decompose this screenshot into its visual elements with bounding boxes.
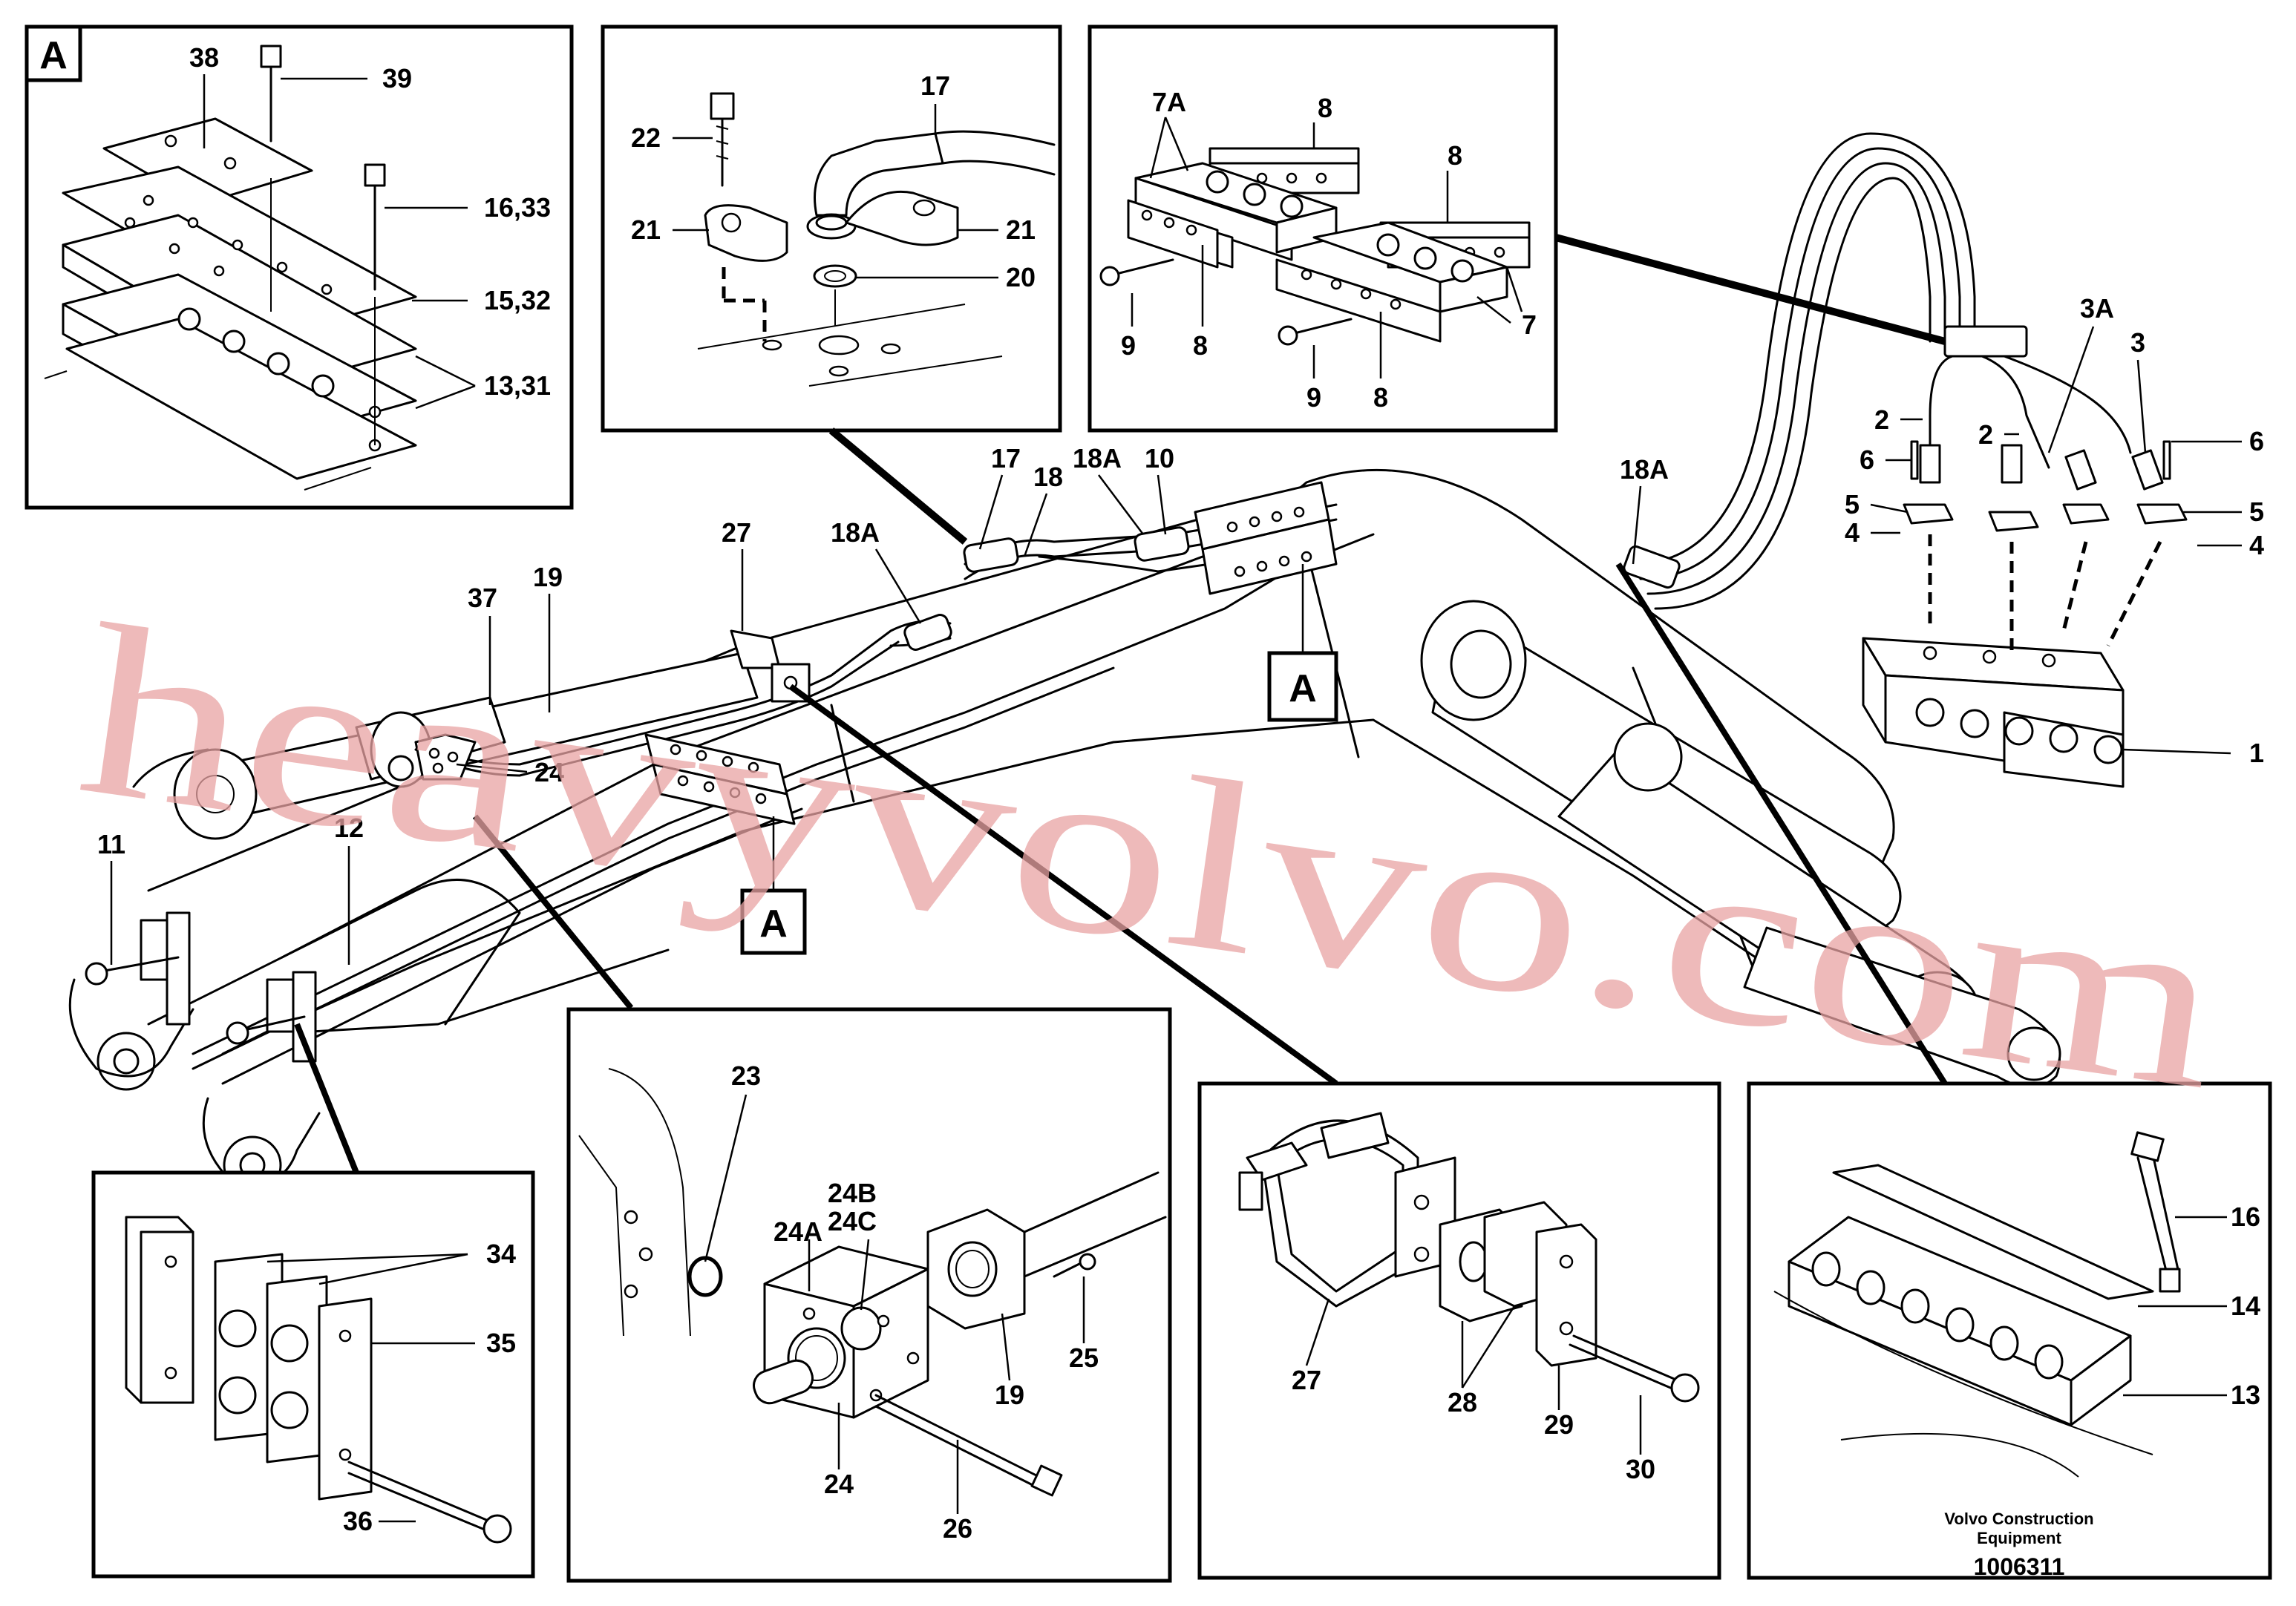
callout-main-2-right: 2: [1978, 419, 1993, 450]
main-block-24: [387, 733, 477, 781]
callout-a-15-32: 15,32: [484, 285, 551, 315]
callout-main-11: 11: [97, 829, 125, 859]
callout-flange-17: 17: [920, 71, 950, 101]
callout-clamps-8-top-left: 8: [1318, 93, 1332, 123]
callout-flange-21-left: 21: [631, 214, 661, 245]
main-clamp-block-left: [644, 733, 796, 825]
callout-block-24c: 24C: [828, 1206, 877, 1236]
detail-box-bottom-left: [91, 1170, 535, 1579]
callout-clamps-7: 7: [1522, 309, 1537, 340]
callout-main-4-right: 4: [2249, 530, 2264, 560]
callout-clamps-8-mid: 8: [1193, 330, 1208, 361]
callout-main-1: 1: [2249, 738, 2264, 768]
callout-main-24: 24: [534, 757, 564, 787]
callout-a-39: 39: [382, 63, 412, 94]
callout-block-24: 24: [824, 1469, 854, 1499]
callout-main-17: 17: [991, 443, 1021, 473]
callout-bracket-30: 30: [1626, 1454, 1655, 1484]
callout-flange-22: 22: [631, 122, 661, 153]
callout-main-18a-left: 18A: [831, 517, 880, 548]
main-leaders: [110, 326, 2242, 965]
callout-main-5-left: 5: [1845, 489, 1860, 520]
callout-main-3a: 3A: [2080, 293, 2114, 324]
callout-bracket-29: 29: [1544, 1409, 1574, 1440]
callout-a-16-33: 16,33: [484, 192, 551, 223]
main-clamp-11: [85, 911, 191, 1026]
callout-block-26: 26: [943, 1513, 972, 1544]
detail-box-clamps: [1088, 24, 1558, 433]
callout-flange-20: 20: [1006, 262, 1036, 292]
main-view-tag-right: A: [1267, 564, 1338, 722]
callout-bl-36: 36: [343, 1506, 373, 1536]
callout-bl-35: 35: [486, 1328, 516, 1358]
callout-main-19: 19: [533, 562, 563, 592]
callout-bl-34: 34: [486, 1239, 516, 1269]
publisher-caption: Volvo Construction Equipment 1006311: [1944, 1510, 2093, 1580]
detail-a-tag: A: [39, 34, 68, 77]
callout-block-23: 23: [731, 1061, 761, 1091]
callout-block-25: 25: [1069, 1343, 1099, 1373]
callout-main-3: 3: [2130, 327, 2145, 358]
main-clamp-12: [226, 971, 317, 1063]
callout-br-13: 13: [2231, 1380, 2260, 1410]
callout-main-5-right: 5: [2249, 496, 2264, 527]
callout-main-27: 27: [722, 517, 751, 548]
callout-clamps-9-left: 9: [1121, 330, 1136, 361]
callout-main-6-right: 6: [2249, 426, 2264, 456]
callout-main-2-left: 2: [1874, 404, 1889, 435]
callout-clamps-9-right: 9: [1306, 382, 1321, 413]
callout-block-24a: 24A: [773, 1216, 822, 1247]
callout-main-10: 10: [1145, 443, 1174, 473]
callout-bracket-28: 28: [1448, 1387, 1477, 1417]
callout-flange-21-right: 21: [1006, 214, 1036, 245]
caption-line-1: Volvo Construction: [1944, 1510, 2093, 1528]
valve-fittings: [1903, 355, 2188, 653]
main-tag-left-label: A: [759, 902, 788, 945]
main-view-tag-left: A: [740, 816, 807, 955]
callout-block-19: 19: [995, 1380, 1024, 1410]
callout-clamps-7a: 7A: [1152, 87, 1186, 117]
callout-main-18: 18: [1033, 462, 1063, 492]
callout-main-18a-right: 18A: [1620, 454, 1669, 485]
callout-main-37: 37: [468, 583, 497, 613]
connector-lines: [294, 234, 1948, 1174]
callout-bracket-27: 27: [1292, 1365, 1321, 1395]
callout-main-18a-center: 18A: [1073, 443, 1122, 473]
callout-clamps-8-bottom: 8: [1373, 382, 1388, 413]
callout-a-38: 38: [189, 42, 219, 73]
detail-box-flange: [601, 24, 1062, 433]
control-valve-block: [1862, 637, 2125, 788]
callout-main-6-left: 6: [1860, 445, 1874, 475]
callout-main-4-left: 4: [1845, 517, 1860, 548]
detail-box-bottom-right: [1747, 1081, 2272, 1580]
callout-clamps-8-top-right: 8: [1448, 140, 1462, 171]
caption-part-number: 1006311: [1974, 1553, 2065, 1580]
detail-box-block: [566, 1007, 1172, 1583]
detail-box-bracket: [1197, 1081, 1721, 1580]
callout-a-13-31: 13,31: [484, 370, 551, 401]
callout-labels: 37 19 27 18A 17 18 18A 10 18A 24 11 12 3…: [97, 42, 2264, 1544]
main-clamp-block-right: [1194, 481, 1338, 595]
callout-br-14: 14: [2231, 1291, 2260, 1321]
callout-main-12: 12: [334, 813, 364, 843]
caption-line-2: Equipment: [1977, 1529, 2061, 1547]
detail-box-a: A: [24, 24, 574, 510]
callout-block-24b: 24B: [828, 1178, 877, 1208]
main-tag-right-label: A: [1289, 667, 1317, 710]
callout-br-16: 16: [2231, 1202, 2260, 1232]
